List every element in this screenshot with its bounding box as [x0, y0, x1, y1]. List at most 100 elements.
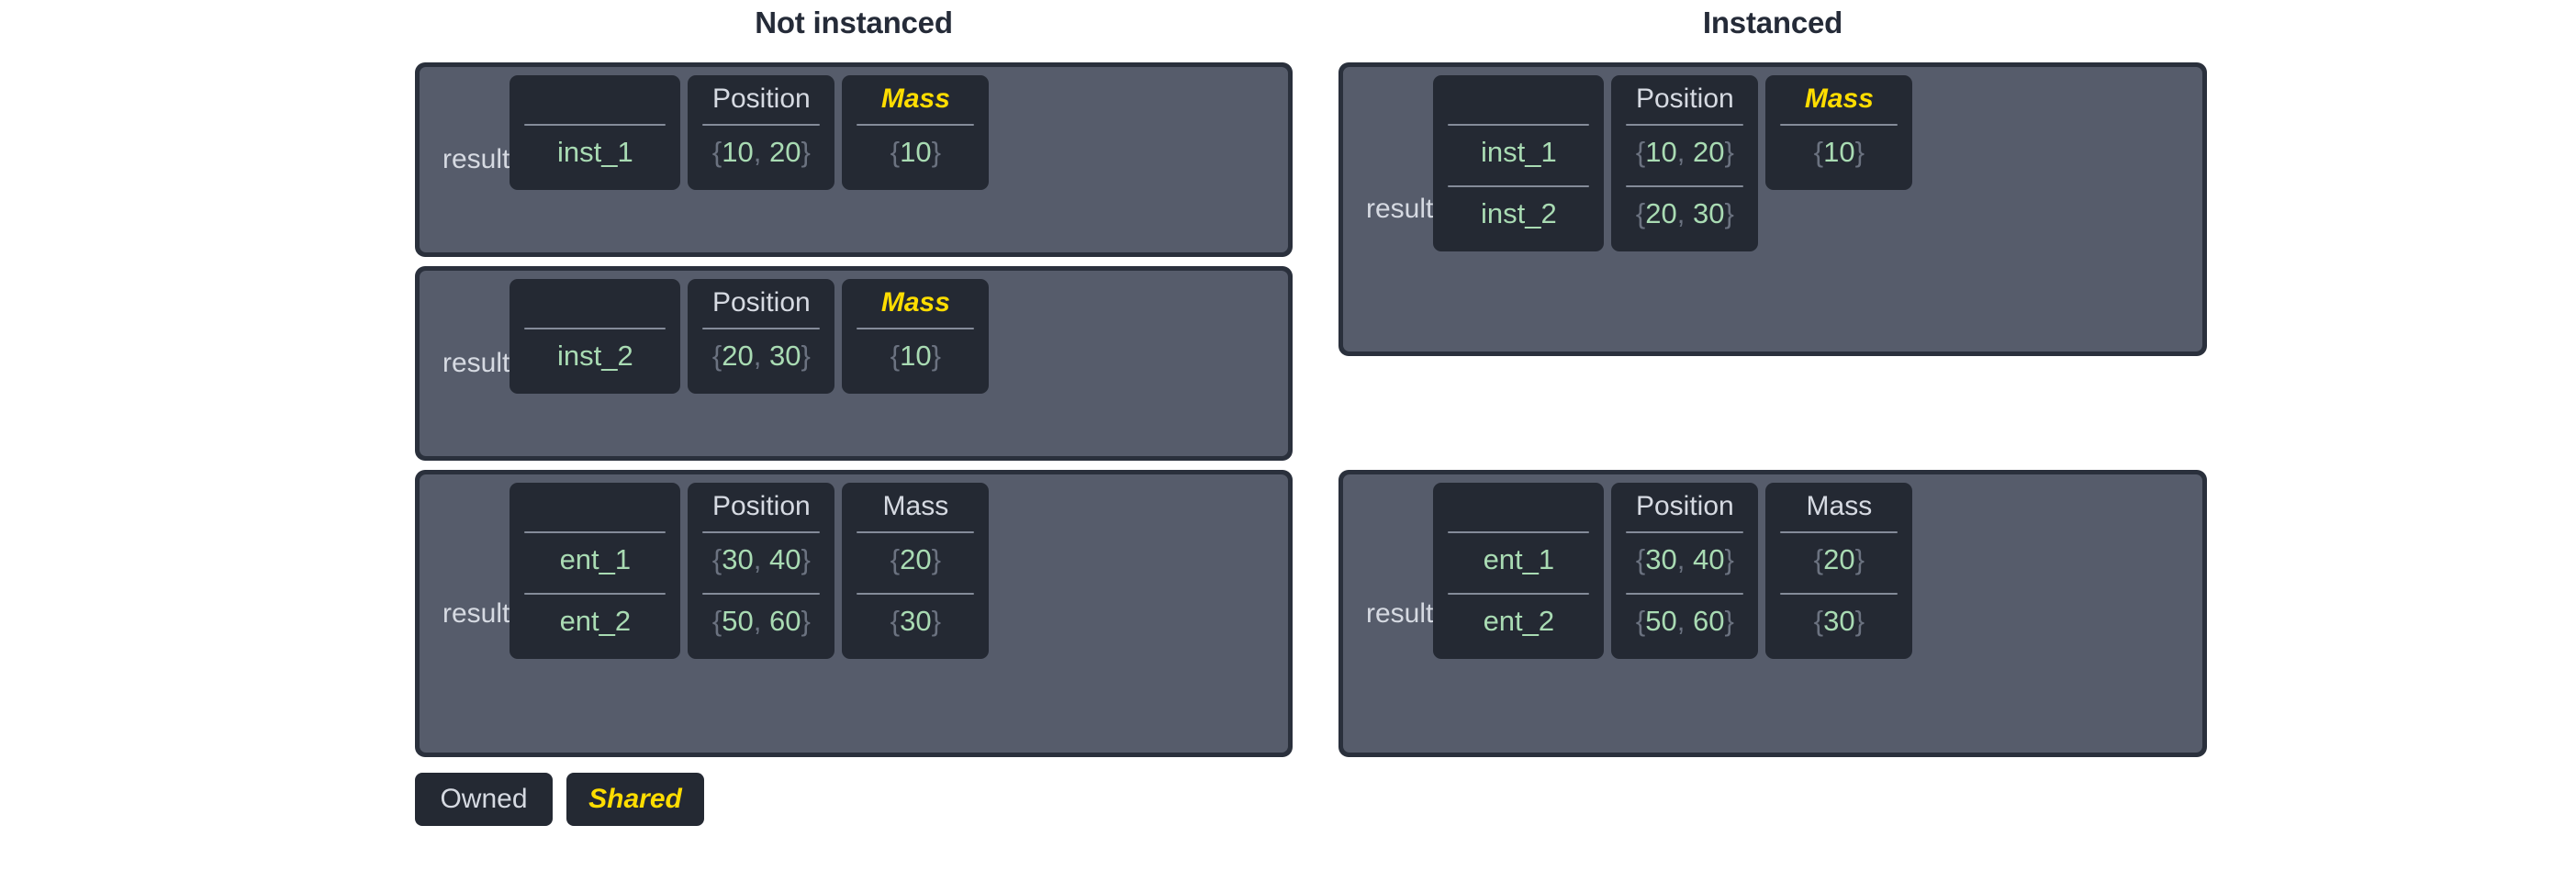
table-cell: {20}: [1813, 543, 1865, 575]
legend-chip-owned: Owned: [415, 773, 553, 826]
column-mass: Mass{20}{30}: [842, 483, 990, 659]
row-divider: [1626, 531, 1744, 533]
table-cell: {50, 60}: [1635, 605, 1734, 637]
column-group: ent_1 ent_2 Position {30, 40} {50, 60} Mass {2…: [510, 483, 1280, 744]
panel-title-instanced: Instanced: [1702, 6, 1843, 39]
panel-title-not-instanced: Not instanced: [755, 6, 953, 39]
column-header: Position: [711, 491, 811, 521]
result-table: result inst_1 inst_2 Position {10, 20} {20, …: [1338, 62, 2207, 356]
column-header: [1446, 488, 1591, 525]
column-mass: Mass {10}: [842, 279, 990, 394]
column-group: inst_1 inst_2 Position {10, 20} {20, 30} Mass…: [1433, 75, 2194, 343]
column-position: Position {10, 20}: [688, 75, 835, 190]
row-divider: [524, 531, 666, 533]
column-mass: Mass {10}: [842, 75, 990, 190]
result-table: result ent_1 ent_2 Position {30, 40} {50, 60…: [415, 470, 1293, 757]
row-divider: [1448, 531, 1590, 533]
table-cell: {20}: [890, 543, 941, 575]
table-cell: inst_2: [556, 340, 633, 372]
table-cell: ent_1: [559, 543, 632, 575]
table-cell: {30}: [1813, 605, 1865, 637]
column-header: [522, 81, 667, 117]
result-table: result ent_1 ent_2 Position {30, 40} {50, 60…: [1338, 470, 2207, 757]
owner-label: result: [1366, 597, 1434, 629]
row-divider: [702, 593, 821, 595]
owner-label: result: [442, 348, 510, 378]
owner-label: result: [442, 597, 510, 629]
column-group: inst_1 Position {10, 20} Mass {10}: [510, 75, 1280, 244]
row-divider: [1626, 185, 1744, 187]
column-position: Position {20, 30}: [688, 279, 835, 394]
row-divider: [702, 328, 821, 329]
column-position: Position {10, 20} {20, 30}: [1611, 75, 1759, 251]
legend: Owned Shared: [415, 773, 704, 826]
row-divider: [702, 124, 821, 126]
column-header: Mass: [882, 491, 949, 521]
column-header: Mass: [880, 287, 950, 318]
row-divider: [1780, 531, 1898, 533]
table-cell: {10, 20}: [1635, 136, 1734, 168]
column-id: inst_1: [510, 75, 681, 190]
row-divider: [1448, 185, 1590, 187]
column-mass: Mass {20} {30}: [1765, 483, 1913, 659]
column-position: Position {30, 40} {50, 60}: [1611, 483, 1759, 659]
column-header: [522, 488, 667, 525]
panel-instanced: Instanced: [1338, 0, 2413, 38]
table-cell: {50, 60}: [711, 605, 811, 637]
table-cell: {30, 40}: [1635, 543, 1734, 575]
table-cell: {10}: [890, 340, 941, 372]
column-header: Mass: [1804, 84, 1874, 114]
table-cell: {10, 20}: [711, 136, 811, 168]
table-cell: {20, 30}: [711, 340, 811, 372]
column-mass: Mass {10}: [1765, 75, 1913, 190]
column-id: inst_1 inst_2: [1433, 75, 1605, 251]
table-cell: inst_2: [1480, 197, 1557, 229]
panel-not-instanced: Not instanced: [415, 0, 1489, 38]
row-divider: [1448, 593, 1590, 595]
column-group: ent_1 ent_2 Position {30, 40} {50, 60} Mass {2…: [1433, 483, 2194, 744]
row-divider: [1448, 124, 1590, 126]
row-divider: [524, 328, 666, 329]
column-id: inst_2: [510, 279, 681, 394]
row-divider: [1780, 124, 1898, 126]
result-table: result inst_2 Position {20, 30} Mass {10}: [415, 266, 1293, 461]
table-field: result ent_1 ent_2 Position {30, 40} {50, 60…: [420, 474, 1288, 753]
row-divider: [857, 124, 975, 126]
owner-label: result: [1366, 194, 1434, 224]
row-divider: [1626, 124, 1744, 126]
column-group: inst_2 Position {20, 30} Mass {10}: [510, 279, 1280, 448]
row-divider: [1626, 593, 1744, 595]
table-cell: {20, 30}: [1635, 197, 1734, 229]
row-divider: [1780, 593, 1898, 595]
table-field: result ent_1 ent_2 Position {30, 40} {50, 60…: [1343, 474, 2202, 753]
table-cell: {10}: [1813, 136, 1865, 168]
column-header: Position: [711, 84, 811, 114]
table-cell: {30, 40}: [711, 543, 811, 575]
row-divider: [702, 531, 821, 533]
result-table: result inst_1 Position {10, 20} Mass {10}: [415, 62, 1293, 257]
table-cell: ent_2: [559, 605, 632, 637]
column-header: Position: [1635, 84, 1734, 114]
table-cell: ent_1: [1483, 543, 1555, 575]
table-cell: inst_1: [1480, 136, 1557, 168]
column-header: Mass: [1806, 491, 1873, 521]
column-id: ent_1 ent_2: [1433, 483, 1605, 659]
table-cell: {10}: [890, 136, 941, 168]
row-divider: [524, 593, 666, 595]
table-field: result inst_2 Position {20, 30} Mass {10}: [420, 271, 1288, 456]
table-field: result inst_1 inst_2 Position {10, 20} {20, …: [1343, 67, 2202, 351]
row-divider: [524, 124, 666, 126]
table-cell: ent_2: [1483, 605, 1555, 637]
owner-label: result: [442, 144, 510, 174]
column-header: Mass: [880, 84, 950, 114]
column-header: Position: [711, 287, 811, 318]
row-divider: [857, 531, 975, 533]
table-field: result inst_1 Position {10, 20} Mass {10}: [420, 67, 1288, 252]
column-header: Position: [1635, 491, 1734, 521]
column-position: Position {30, 40} {50, 60}: [688, 483, 835, 659]
row-divider: [857, 593, 975, 595]
table-cell: inst_1: [556, 136, 633, 168]
row-divider: [857, 328, 975, 329]
column-id: ent_1 ent_2: [510, 483, 681, 659]
legend-chip-shared: Shared: [566, 773, 704, 826]
